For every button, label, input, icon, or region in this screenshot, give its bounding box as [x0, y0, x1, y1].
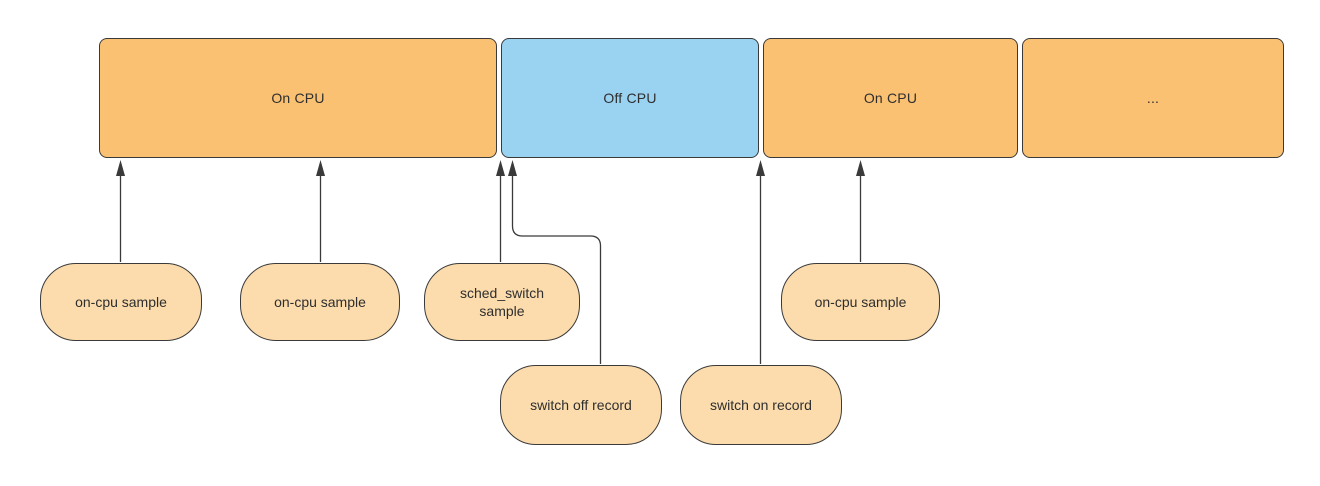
block-label: On CPU: [271, 90, 325, 106]
arrow-on-cpu-sample-2: [316, 160, 325, 262]
block-label: Off CPU: [603, 90, 657, 106]
arrow-sched-switch-sample: [496, 160, 505, 262]
event-node-on-cpu-sample-3: on-cpu sample: [781, 263, 940, 341]
event-node-on-cpu-sample-2: on-cpu sample: [240, 263, 400, 341]
timeline-block-continuation: ...: [1022, 38, 1284, 158]
event-node-on-cpu-sample-1: on-cpu sample: [40, 263, 202, 341]
timeline-block-on-cpu-2: On CPU: [763, 38, 1018, 158]
event-node-sched-switch-sample: sched_switch sample: [424, 263, 580, 341]
event-node-switch-off-record: switch off record: [500, 365, 662, 445]
event-label: sched_switch sample: [459, 284, 545, 319]
timeline-block-off-cpu: Off CPU: [501, 38, 759, 158]
event-node-switch-on-record: switch on record: [680, 365, 842, 445]
block-label: ...: [1146, 90, 1160, 106]
arrow-on-cpu-sample-3: [856, 160, 865, 262]
arrow-switch-on-record: [756, 160, 765, 364]
event-label: on-cpu sample: [274, 293, 366, 310]
timeline-block-on-cpu-1: On CPU: [99, 38, 497, 158]
event-label: switch on record: [710, 396, 812, 413]
event-label: switch off record: [530, 396, 632, 413]
arrow-on-cpu-sample-1: [116, 160, 125, 262]
event-label: on-cpu sample: [75, 293, 167, 310]
event-label: on-cpu sample: [814, 293, 907, 310]
block-label: On CPU: [863, 90, 918, 106]
